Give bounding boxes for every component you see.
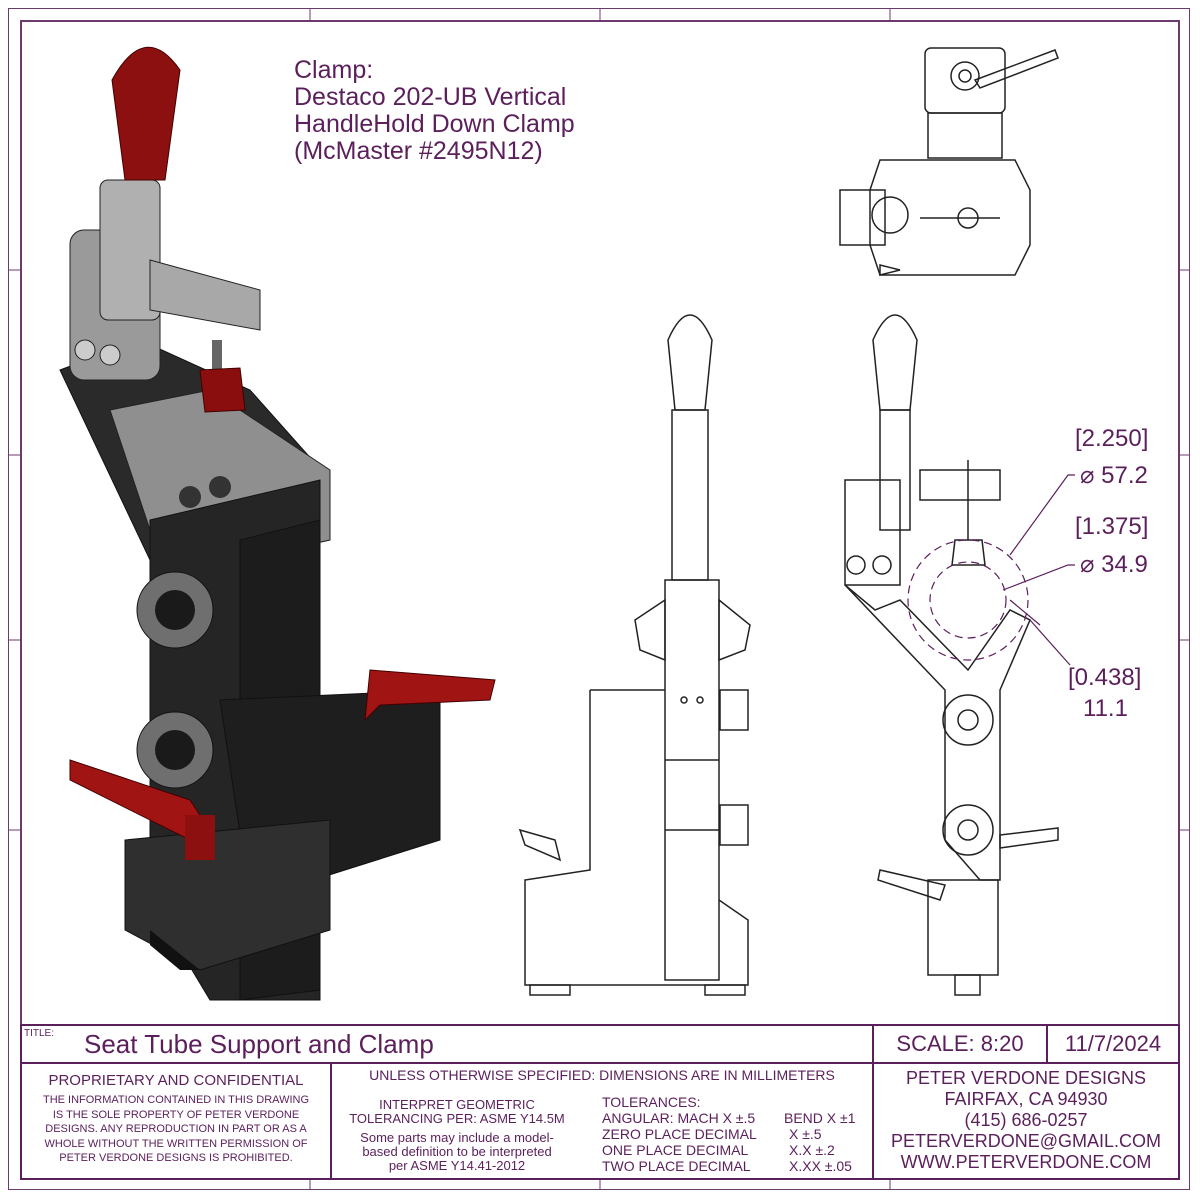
side-view [844, 314, 1059, 996]
gdt-line: TOLERANCING PER: ASME Y14.5M [349, 1111, 565, 1126]
title-cell: TITLE: Seat Tube Support and Clamp [22, 1026, 874, 1064]
note-line: Clamp: [294, 56, 374, 84]
dimension-inner-diameter: ⌀ 34.9 [1080, 551, 1148, 578]
proprietary-line: DESIGNS. ANY REPRODUCTION IN PART OR AS … [45, 1123, 307, 1135]
proprietary-line: THE INFORMATION CONTAINED IN THIS DRAWIN… [42, 1094, 310, 1106]
dimension-ref-outer: [2.250] [1075, 425, 1149, 452]
note-line: Destaco 202-UB Vertical [294, 83, 567, 111]
front-view [518, 314, 751, 996]
tolerance-label: ZERO PLACE DECIMAL [602, 1126, 757, 1142]
gdt-line: INTERPRET GEOMETRIC [379, 1097, 535, 1112]
company-name: PETER VERDONE DESIGNS [905, 1068, 1147, 1088]
drawing-border-outer [8, 8, 1190, 1190]
tolerances-heading: TOLERANCES: [602, 1094, 701, 1110]
tolerance-value: BEND X ±1 [784, 1110, 856, 1126]
tolerance-label: ANGULAR: MACH X ±.5 [602, 1110, 756, 1126]
dimension-offset: 11.1 [1083, 695, 1128, 722]
mbd-line: per ASME Y14.41-2012 [388, 1158, 526, 1173]
company-website: WWW.PETERVERDONE.COM [900, 1152, 1152, 1172]
note-line: HandleHold Down Clamp [294, 110, 575, 138]
dimension-ref-offset: [0.438] [1068, 664, 1142, 691]
tolerance-value: X.XX ±.05 [789, 1158, 852, 1174]
proprietary-section: PROPRIETARY AND CONFIDENTIAL THE INFORMA… [22, 1064, 332, 1178]
dimension-ref-inner: [1.375] [1075, 513, 1149, 540]
tolerance-value: X.X ±.2 [789, 1142, 835, 1158]
mbd-line: based definition to be interpreted [362, 1144, 552, 1159]
isometric-view [59, 46, 496, 1001]
company-info: PETER VERDONE DESIGNS FAIRFAX, CA 94930 … [874, 1064, 1178, 1178]
company-address: FAIRFAX, CA 94930 [944, 1089, 1108, 1109]
scale: SCALE: 8:20 [874, 1026, 1048, 1064]
proprietary-line: WHOLE WITHOUT THE WRITTEN PERMISSION OF [44, 1137, 308, 1150]
note-line: (McMaster #2495N12) [294, 137, 543, 165]
title-label: TITLE: [24, 1028, 55, 1039]
proprietary-line: PETER VERDONE DESIGNS IS PROHIBITED. [59, 1152, 293, 1164]
top-view [839, 47, 1059, 276]
tolerance-label: ONE PLACE DECIMAL [602, 1142, 749, 1158]
clamp-note: Clamp: Destaco 202-UB Vertical HandleHol… [294, 57, 575, 165]
dimension-outer-diameter: ⌀ 57.2 [1080, 462, 1148, 489]
drawing-title: Seat Tube Support and Clamp [84, 1029, 434, 1059]
tolerance-label: TWO PLACE DECIMAL [602, 1158, 751, 1174]
units-note: UNLESS OTHERWISE SPECIFIED: DIMENSIONS A… [369, 1067, 835, 1083]
tolerance-section: UNLESS OTHERWISE SPECIFIED: DIMENSIONS A… [332, 1064, 874, 1178]
proprietary-line: IS THE SOLE PROPERTY OF PETER VERDONE [52, 1108, 300, 1121]
zone-ticks [8, 8, 1190, 1190]
title-block: TITLE: Seat Tube Support and Clamp SCALE… [20, 1024, 1180, 1180]
dimension-circles [907, 474, 1075, 666]
company-phone: (415) 686-0257 [964, 1110, 1088, 1130]
tolerance-value: X ±.5 [789, 1126, 822, 1142]
company-email: PETERVERDONE@GMAIL.COM [891, 1131, 1161, 1151]
mbd-line: Some parts may include a model- [360, 1130, 554, 1145]
date: 11/7/2024 [1048, 1026, 1178, 1064]
proprietary-heading: PROPRIETARY AND CONFIDENTIAL [48, 1072, 304, 1089]
